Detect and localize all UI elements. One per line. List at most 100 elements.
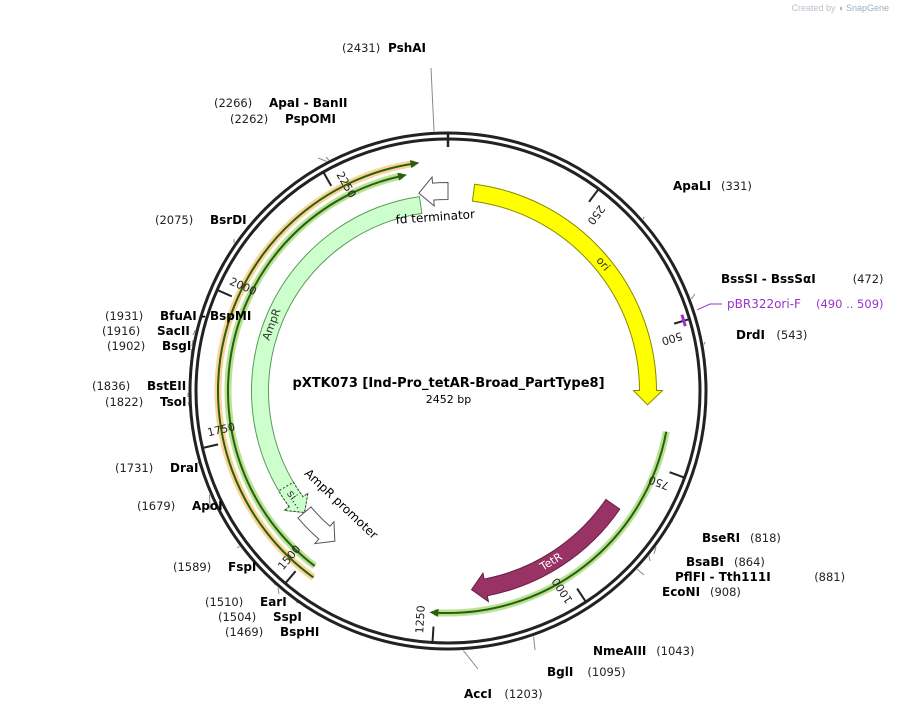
thin-arc-arrowhead bbox=[397, 172, 408, 181]
site-leader bbox=[642, 216, 645, 220]
tick-mark bbox=[216, 289, 233, 298]
thin-arc-arrowhead bbox=[409, 160, 420, 168]
site-fspi: (1589) FspI bbox=[173, 560, 256, 574]
site-name: EarI bbox=[260, 595, 287, 609]
tick-mark bbox=[284, 570, 297, 585]
site-bsabi: (864) BsaBI bbox=[686, 555, 765, 569]
site-name: DraI bbox=[170, 461, 198, 475]
site-position: (1043) bbox=[656, 644, 694, 658]
watermark-brand: SnapGene bbox=[845, 3, 889, 13]
site-sacii: (1916) SacII bbox=[102, 324, 190, 338]
site-bfuai-bspmi: (1931)BfuAI - BspMI bbox=[105, 309, 251, 323]
site-position: (1589) bbox=[173, 560, 211, 574]
site-name: BseRI bbox=[702, 531, 740, 545]
tick-mark bbox=[431, 626, 435, 643]
feature-ori-arrow bbox=[471, 183, 664, 406]
tick-label: 1000 bbox=[549, 575, 575, 606]
tick-label: 250 bbox=[585, 203, 608, 228]
site-bsphi: (1469) BspHI bbox=[225, 625, 319, 639]
site-leader bbox=[533, 636, 536, 651]
site-eari: (1510) EarI bbox=[205, 595, 287, 609]
site-position: (2266) bbox=[214, 96, 252, 110]
thin-arc-arrowhead bbox=[429, 608, 439, 617]
site-apali: (331) ApaLI bbox=[673, 179, 752, 193]
site-position: (1504) bbox=[218, 610, 256, 624]
site-position: (818) bbox=[750, 531, 781, 545]
site-apai-banii: (2266) ApaI - BanII bbox=[214, 96, 348, 110]
site-name: BstEII bbox=[147, 379, 186, 393]
site-labels: (2431)PshAI(2266)ApaI - BanII(2262)PspOM… bbox=[92, 41, 884, 701]
site-bseri: (818) BseRI bbox=[702, 531, 781, 545]
site-leader bbox=[703, 341, 706, 345]
thin-arc bbox=[217, 162, 415, 579]
tick-mark bbox=[588, 188, 600, 203]
site-name: BssSI - BssSαI bbox=[721, 272, 816, 286]
site-position: (1836) bbox=[92, 379, 130, 393]
site-name: ApaLI bbox=[673, 179, 711, 193]
thin-arc-glow bbox=[434, 431, 670, 617]
feature-si-arrow bbox=[278, 481, 309, 513]
site-name: BsaBI bbox=[686, 555, 724, 569]
site-name: ApaI - BanII bbox=[269, 96, 348, 110]
site-name: SacII bbox=[157, 324, 190, 338]
site-position: (1510) bbox=[205, 595, 243, 609]
site-bsteii: (1836) BstEII bbox=[92, 379, 186, 393]
site-name: AccI bbox=[464, 687, 492, 701]
snapgene-logo-icon: ◖ bbox=[838, 3, 844, 13]
site-position: (472) bbox=[853, 272, 884, 286]
site-name: SspI bbox=[273, 610, 302, 624]
site-econi: (908)EcoNI bbox=[662, 585, 741, 599]
site-leader bbox=[636, 568, 645, 576]
site-name: ApoI bbox=[192, 499, 223, 513]
site-position: (2075) bbox=[155, 213, 193, 227]
site-position: (881) bbox=[814, 570, 845, 584]
site-name: BfuAI - BspMI bbox=[160, 309, 251, 323]
site-bsssi-bsss-i: (472) BssSI - BssSαI bbox=[721, 272, 884, 286]
site-name: NmeAIII bbox=[593, 644, 646, 658]
primer-leader bbox=[696, 303, 722, 311]
thin-feature-arcs bbox=[214, 159, 670, 617]
primer-pbr322ori-f: pBR322ori-F(490 .. 509) bbox=[727, 297, 884, 311]
site-position: (864) bbox=[734, 555, 765, 569]
site-name: BsgI bbox=[162, 339, 191, 353]
site-name: BspHI bbox=[280, 625, 319, 639]
site-name: PspOMI bbox=[285, 112, 336, 126]
site-pflfi-tth111i: (881)PflFI - Tth111I bbox=[675, 570, 845, 584]
site-leader bbox=[462, 650, 479, 670]
site-drdi: (543) DrdI bbox=[736, 328, 807, 342]
site-leader bbox=[430, 67, 435, 132]
site-position: (543) bbox=[776, 328, 807, 342]
site-position: (1203) bbox=[504, 687, 542, 701]
site-nmeaiii: (1043) NmeAIII bbox=[593, 644, 694, 658]
feature-fd-terminator-arrow bbox=[418, 175, 449, 208]
tick-mark bbox=[322, 171, 333, 187]
tick-label: 1250 bbox=[413, 605, 428, 634]
site-bsgi: (1902) BsgI bbox=[107, 339, 191, 353]
site-name: FspI bbox=[228, 560, 256, 574]
thin-arc bbox=[227, 174, 403, 567]
site-position: (1731) bbox=[115, 461, 153, 475]
primer-mark bbox=[680, 314, 687, 327]
site-acci: (1203) AccI bbox=[464, 687, 543, 701]
site-name: BglI bbox=[547, 665, 573, 679]
site-position: (1902) bbox=[107, 339, 145, 353]
plasmid-length: 2452 bp bbox=[425, 393, 472, 406]
site-leader bbox=[192, 330, 196, 336]
site-position: (331) bbox=[721, 179, 752, 193]
tick-mark bbox=[673, 318, 690, 325]
feature-tetr-arrow bbox=[470, 498, 621, 603]
feature-ampr-arrow bbox=[251, 196, 423, 513]
site-leader bbox=[296, 601, 299, 604]
site-name: TsoI bbox=[160, 395, 186, 409]
tick-mark bbox=[202, 443, 219, 449]
site-position: (1469) bbox=[225, 625, 263, 639]
tick-label: 500 bbox=[660, 329, 684, 347]
site-name: DrdI bbox=[736, 328, 765, 342]
site-pspomi: (2262) PspOMI bbox=[230, 112, 336, 126]
site-leader bbox=[690, 293, 696, 300]
site-position: (2262) bbox=[230, 112, 268, 126]
site-position: (1916) bbox=[102, 324, 140, 338]
site-tsoi: (1822)TsoI bbox=[105, 395, 186, 409]
